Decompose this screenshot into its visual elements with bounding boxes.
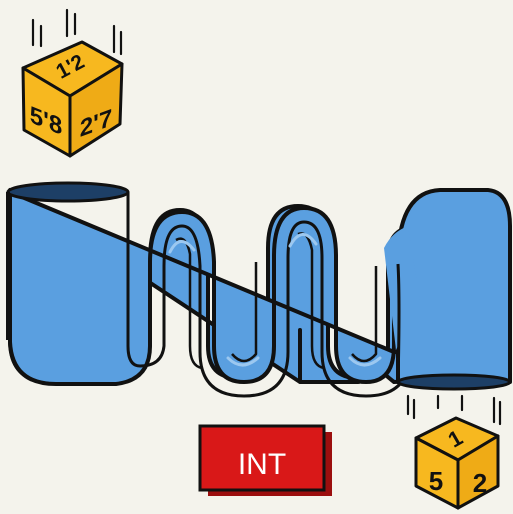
int-box: INT [200, 426, 332, 496]
bottom-die-left-value: 5 [429, 466, 443, 496]
pipe [8, 183, 510, 396]
bottom-die: 1 5 2 [416, 418, 498, 508]
pipe-left-opening [8, 183, 128, 201]
bottom-die-right-value: 2 [473, 468, 487, 498]
top-die: 1'2 5'8 2'7 [23, 42, 122, 156]
pipe-right-opening [398, 375, 510, 389]
int-label: INT [238, 448, 286, 481]
